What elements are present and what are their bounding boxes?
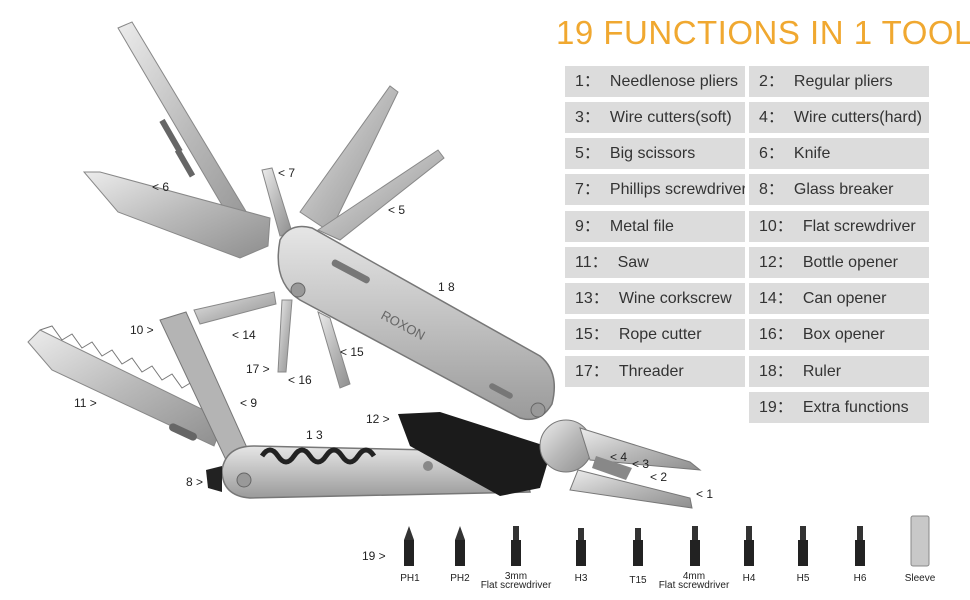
bit-set	[404, 515, 930, 567]
bit-ph1	[404, 526, 414, 566]
function-item: 12：Bottle opener	[749, 247, 929, 278]
rope-cutter	[317, 311, 351, 389]
callout-label: < 2	[650, 470, 668, 484]
function-item: 3：Wire cutters(soft)	[565, 102, 745, 133]
callout-label: < 15	[340, 345, 364, 359]
callout-label: < 16	[288, 373, 312, 387]
pliers-head	[539, 419, 702, 509]
function-item: 6：Knife	[749, 138, 929, 169]
bit-label: H4	[742, 573, 756, 584]
function-item: 1：Needlenose pliers	[565, 66, 745, 97]
bit-t15	[633, 528, 643, 566]
function-item: 9：Metal file	[565, 211, 745, 242]
function-item: 2：Regular pliers	[749, 66, 929, 97]
bit-label: 3mm	[504, 571, 528, 582]
function-item: 10：Flat screwdriver	[749, 211, 929, 242]
callout-label: 11 >	[74, 396, 97, 410]
bit-3mm-flat	[511, 526, 521, 566]
page-title: 19 FUNCTIONS IN 1 TOOL	[556, 14, 970, 51]
can-opener	[193, 291, 277, 325]
callout-label: < 14	[232, 328, 256, 342]
function-item: 18：Ruler	[749, 356, 929, 387]
callout-label: 8 >	[186, 475, 204, 489]
bit-label: PH2	[450, 573, 470, 584]
callout-label: 10 >	[130, 323, 154, 337]
bit-sleeve	[910, 515, 930, 567]
bottle-opener	[398, 412, 552, 496]
callout-label: < 9	[240, 396, 258, 410]
function-item: 8：Glass breaker	[749, 174, 929, 205]
callout-label: 12 >	[366, 412, 390, 426]
bit-label-sub: Flat screwdriver	[480, 580, 552, 591]
function-item: 19：Extra functions	[749, 392, 929, 423]
bit-label: H6	[853, 573, 867, 584]
box-opener	[277, 299, 293, 373]
callout-label: < 1	[696, 487, 714, 501]
function-item: 13：Wine corkscrew	[565, 283, 745, 314]
callout-label: < 5	[388, 203, 406, 217]
bit-h6	[855, 526, 865, 566]
scissors-blade	[299, 85, 399, 233]
bit-ph2	[455, 526, 465, 566]
bit-label: PH1	[400, 573, 420, 584]
callout-label: 1 8	[438, 280, 455, 294]
callout-label: < 7	[278, 166, 296, 180]
multitool-illustration: ROXON	[27, 21, 702, 509]
function-item: 5：Big scissors	[565, 138, 745, 169]
bit-h4	[744, 526, 754, 566]
main-handle: ROXON	[277, 225, 555, 421]
callout-label: 17 >	[246, 362, 270, 376]
callout-label: < 6	[152, 180, 170, 194]
function-item: 11：Saw	[565, 247, 745, 278]
bit-label-sub: Flat screwdriver	[658, 580, 730, 591]
scissors-blade	[316, 149, 445, 241]
callout-label: 1 3	[306, 428, 323, 442]
bit-label: H3	[574, 573, 588, 584]
bit-label: H5	[796, 573, 810, 584]
bit-label: T15	[629, 575, 647, 586]
callout-label: < 3	[632, 457, 650, 471]
bit-label: 4mm	[682, 571, 706, 582]
function-item: 17：Threader	[565, 356, 745, 387]
callout-label: 19 >	[362, 549, 386, 563]
function-item: 4：Wire cutters(hard)	[749, 102, 929, 133]
bit-4mm-flat	[690, 526, 700, 566]
callout-label: < 4	[610, 450, 628, 464]
function-item: 15：Rope cutter	[565, 319, 745, 350]
bit-h3	[576, 528, 586, 566]
knife-blade	[82, 171, 271, 259]
function-item: 7：Phillips screwdriver	[565, 174, 745, 205]
bit-label: Sleeve	[904, 573, 936, 584]
function-item: 14：Can opener	[749, 283, 929, 314]
function-item: 16：Box opener	[749, 319, 929, 350]
glass-breaker	[206, 466, 222, 492]
bit-h5	[798, 526, 808, 566]
